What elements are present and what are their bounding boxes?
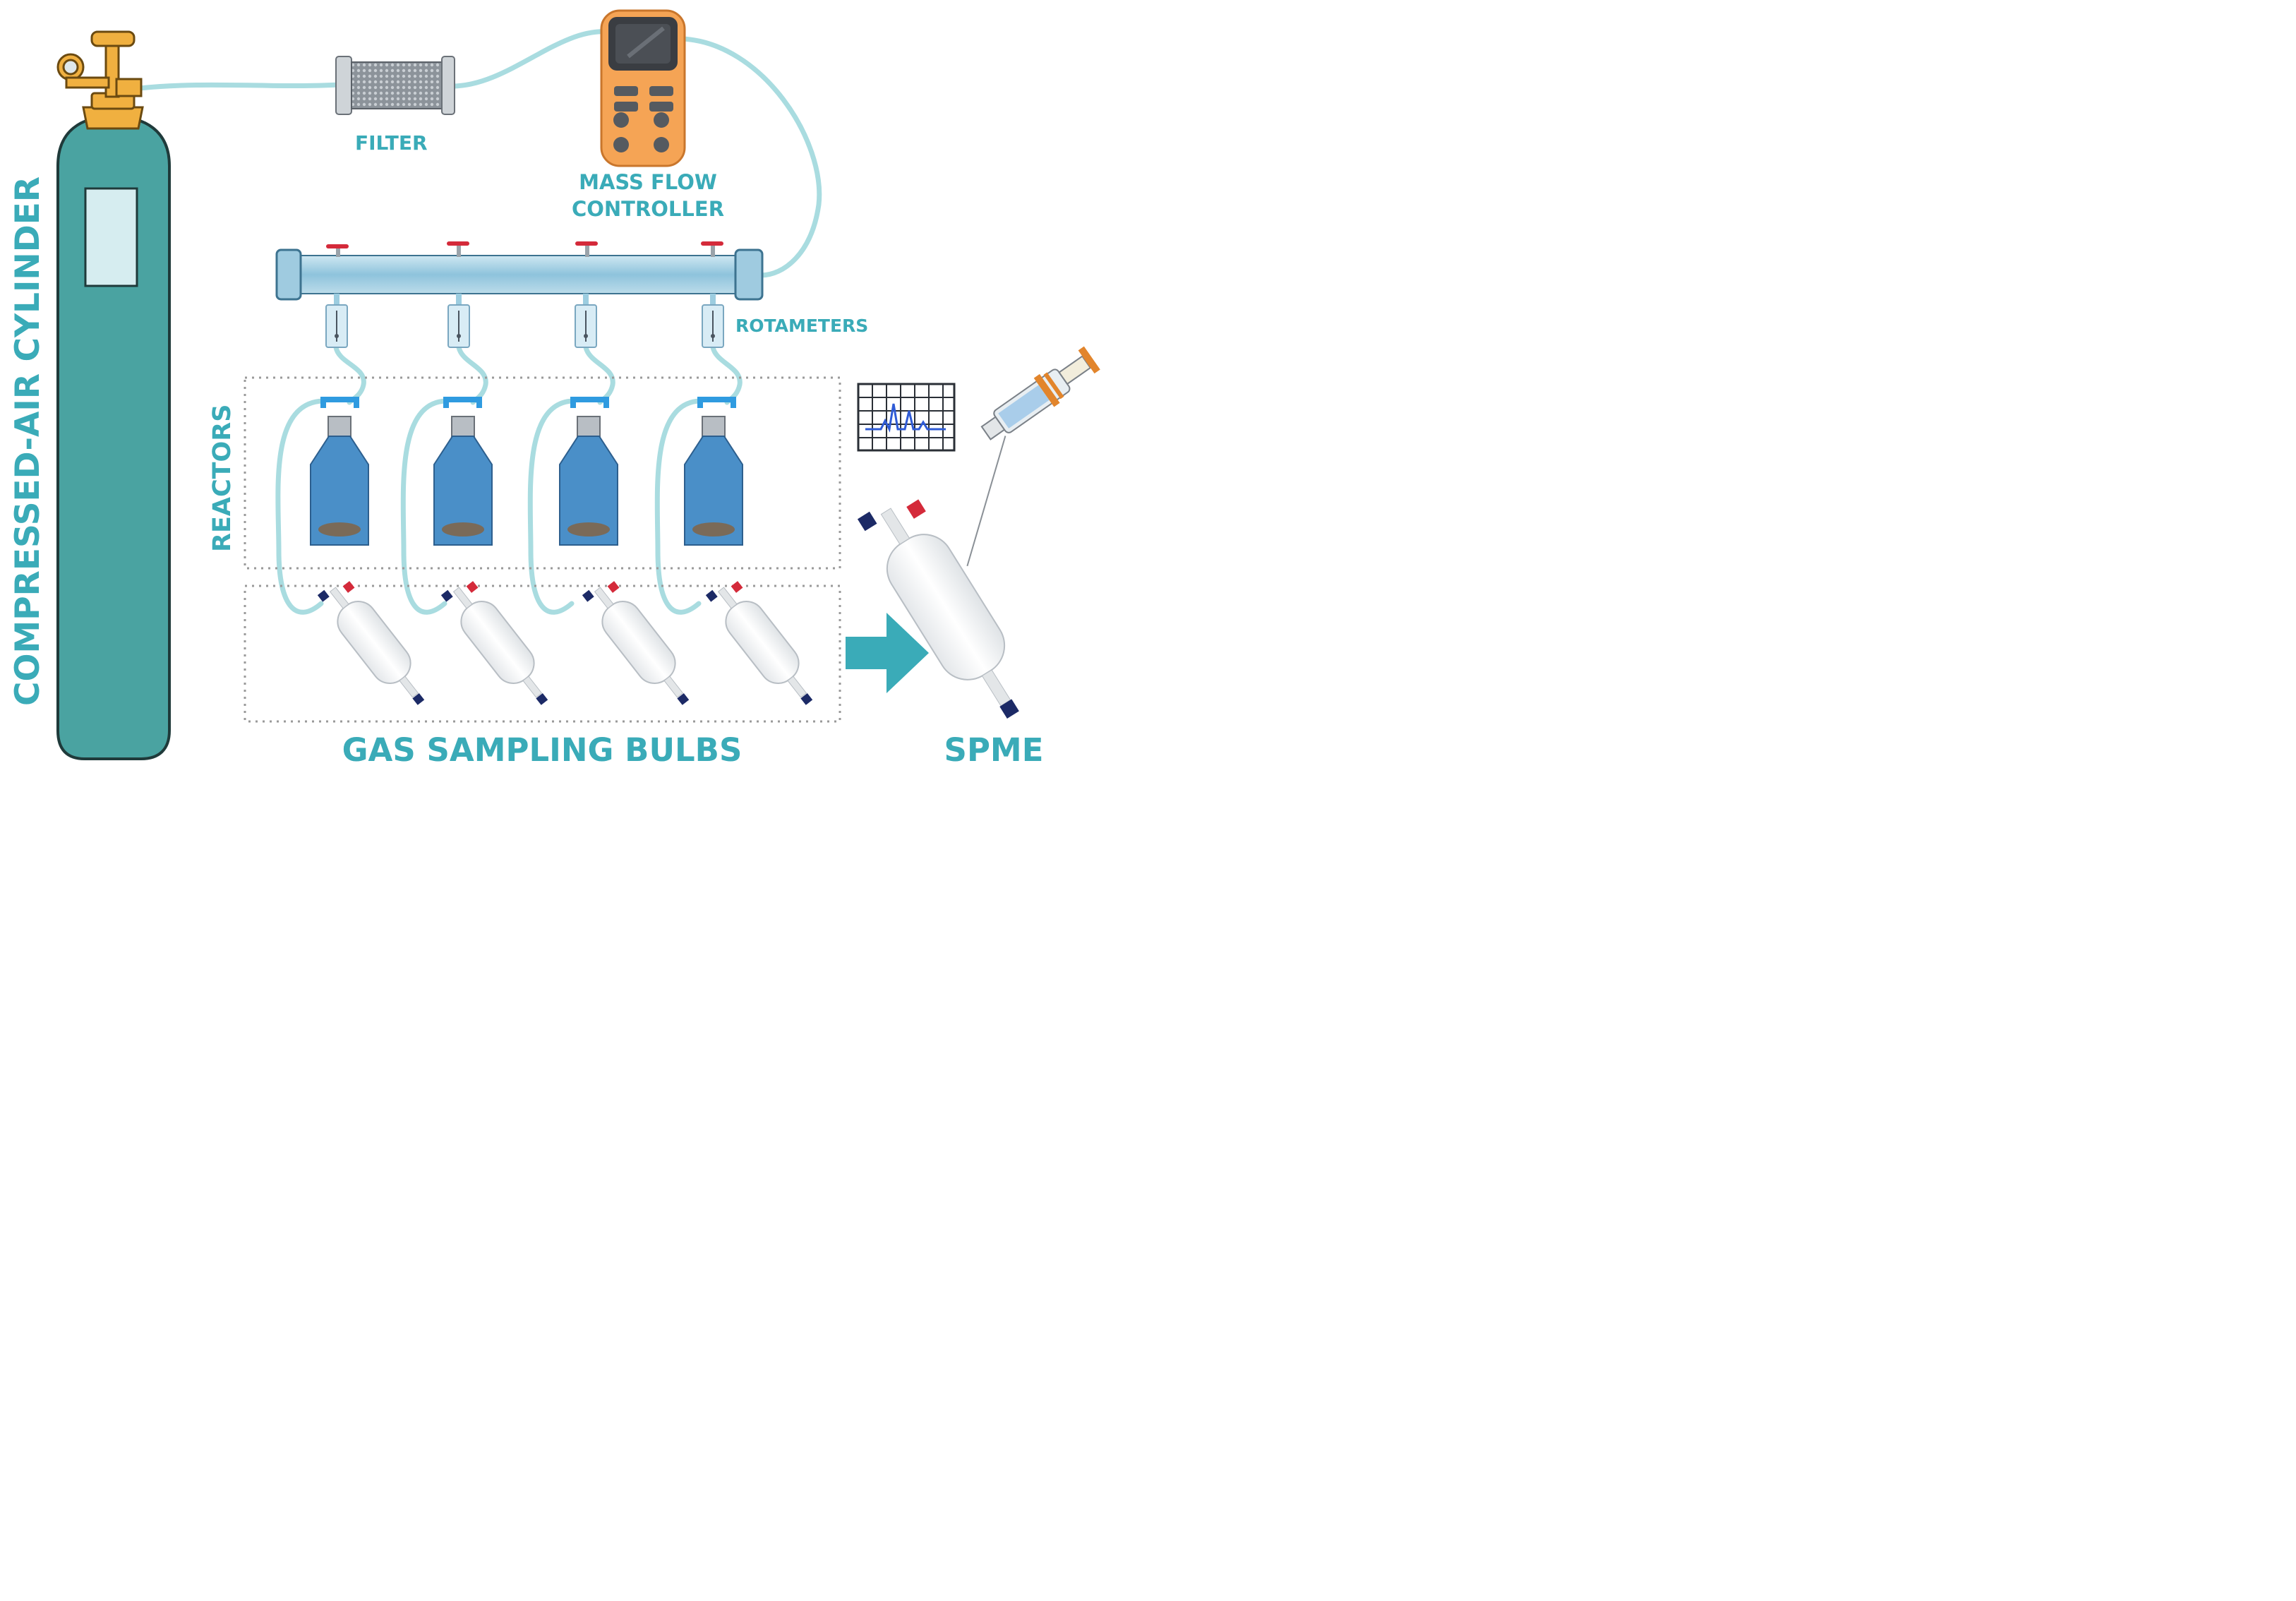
cylinder-regulator-valve: [56, 30, 144, 130]
bulbs-label: GAS SAMPLING BULBS: [342, 731, 743, 769]
cylinder-label-plate: [84, 187, 138, 287]
spme-label: SPME: [944, 731, 1044, 769]
mfc-knob: [613, 137, 629, 152]
reactor-bottle: [559, 397, 618, 546]
mfc-label-line2: CONTROLLER: [572, 197, 724, 221]
mfc-button: [614, 86, 638, 96]
arrow-right-icon: [846, 613, 929, 693]
gas-sampling-bulb: [705, 581, 813, 705]
mass-flow-controller: [600, 9, 686, 167]
experimental-setup-diagram: COMPRESSED-AIR CYLINDER FILTER MASS FLOW…: [8, 9, 1100, 769]
reactor-bottle: [310, 397, 369, 546]
gas-sampling-bulb: [582, 581, 690, 705]
spme-syringe: [966, 346, 1100, 567]
filter-label: FILTER: [355, 131, 428, 155]
mfc-knob: [613, 112, 629, 128]
mfc-button: [649, 86, 673, 96]
rotameter: [325, 294, 348, 348]
mfc-knob: [654, 112, 669, 128]
manifold-valve: [575, 241, 598, 257]
rotameter: [702, 294, 724, 348]
rotameter: [575, 294, 597, 348]
compressed-air-cylinder: [56, 114, 171, 760]
bulbs-group-box: [244, 584, 841, 723]
mfc-button: [649, 102, 673, 112]
reactor-bottle: [684, 397, 743, 546]
reactors-label: REACTORS: [208, 404, 236, 552]
mfc-button: [614, 102, 638, 112]
rotameter: [447, 294, 470, 348]
gas-sampling-bulb: [440, 581, 548, 705]
chromatogram-icon: [857, 383, 956, 452]
spme-sampling-bulb: [857, 499, 1019, 719]
mfc-knob: [654, 137, 669, 152]
manifold-valve: [701, 241, 723, 257]
reactor-bottle: [433, 397, 493, 546]
air-tubing: [137, 29, 822, 615]
manifold-valve: [326, 244, 349, 257]
reactors-group-box: [244, 376, 841, 570]
manifold-valve: [447, 241, 469, 257]
rotameters-label: ROTAMETERS: [735, 316, 868, 336]
filter: [335, 56, 455, 115]
gas-manifold: [275, 241, 764, 301]
cylinder-label: COMPRESSED-AIR CYLINDER: [8, 176, 47, 706]
gas-sampling-bulb: [317, 581, 425, 705]
mfc-label-line1: MASS FLOW: [579, 170, 717, 194]
